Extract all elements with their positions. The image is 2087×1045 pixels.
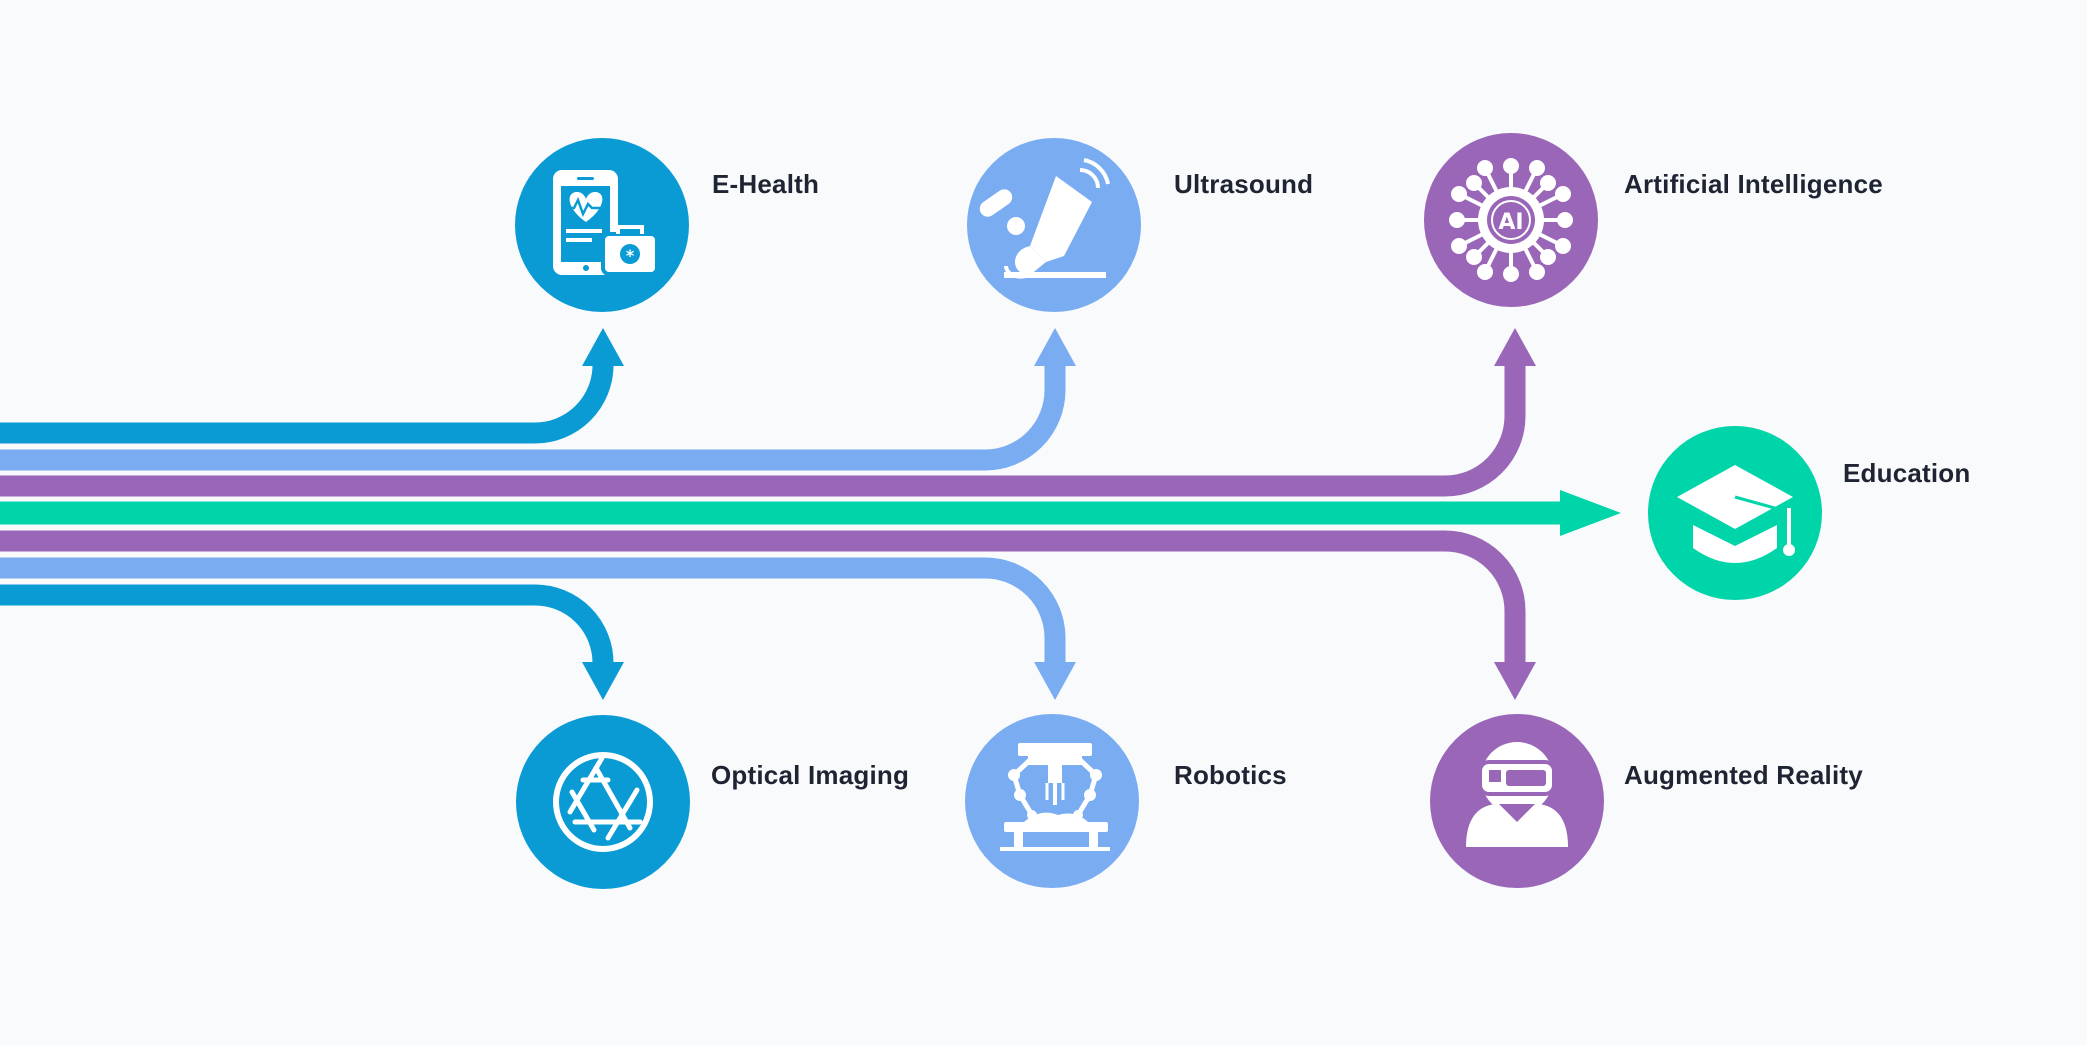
arrowhead-ar xyxy=(1494,662,1536,700)
node-education xyxy=(1648,426,1822,600)
surgical-robot-icon xyxy=(1000,743,1110,851)
label-ultrasound: Ultrasound xyxy=(1174,169,1314,199)
flow-ai xyxy=(0,362,1526,497)
label-robotics: Robotics xyxy=(1174,760,1287,790)
flow-ultrasound xyxy=(0,362,1066,471)
arrowhead-ultrasound xyxy=(1034,328,1076,366)
arrowhead-robotics xyxy=(1034,662,1076,700)
ai-chip-icon: AI xyxy=(1449,158,1573,282)
label-ai: Artificial Intelligence xyxy=(1624,169,1883,199)
node-optical xyxy=(516,715,690,889)
label-optical: Optical Imaging xyxy=(711,760,910,790)
arrowhead-ai xyxy=(1494,328,1536,366)
flow-robotics xyxy=(0,557,1066,665)
label-education: Education xyxy=(1843,458,1971,488)
svg-text:*: * xyxy=(626,246,635,265)
label-ar: Augmented Reality xyxy=(1624,760,1863,790)
graduation-cap-icon xyxy=(1677,465,1795,563)
vr-headset-icon xyxy=(1466,742,1568,847)
node-robotics xyxy=(965,714,1139,888)
flow-ar xyxy=(0,530,1526,665)
mobile-health-icon: * xyxy=(553,170,659,276)
ultrasound-probe-icon xyxy=(979,158,1110,279)
svg-text:AI: AI xyxy=(1498,210,1523,235)
node-ultrasound xyxy=(967,138,1141,312)
arrowhead-optical xyxy=(582,662,624,700)
camera-shutter-icon xyxy=(553,752,653,852)
node-ai: AI xyxy=(1424,133,1598,307)
arrowhead-education xyxy=(1560,490,1621,536)
node-ar xyxy=(1430,714,1604,888)
flow-ehealth xyxy=(0,362,614,444)
node-ehealth: * xyxy=(515,138,689,312)
label-ehealth: E-Health xyxy=(712,169,820,199)
arrowhead-ehealth xyxy=(582,328,624,366)
flow-optical xyxy=(0,584,614,665)
